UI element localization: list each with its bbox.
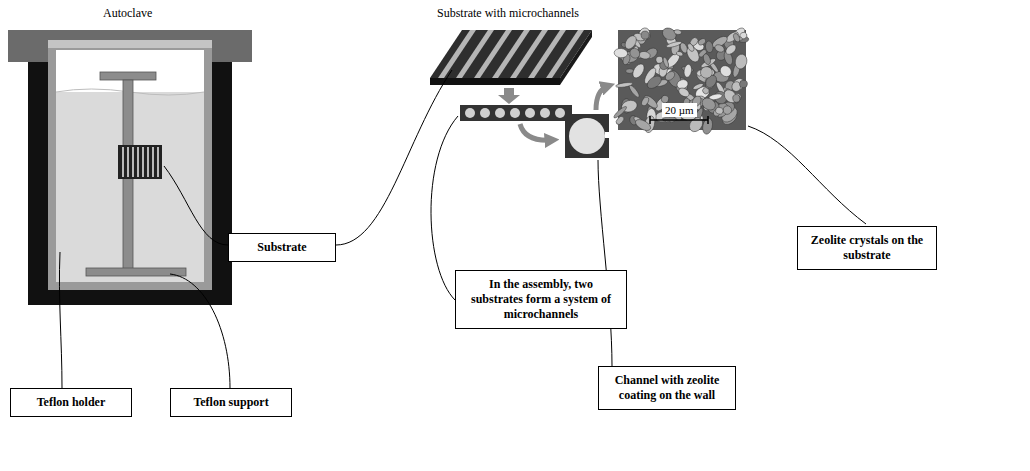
zeolite-crystal (732, 94, 740, 103)
zeolite-crystal (614, 48, 628, 59)
zeolite-crystal (626, 69, 634, 74)
zeolite-crystal (700, 66, 714, 79)
callout-text: Teflon holder (19, 395, 123, 410)
scale-bar (650, 116, 708, 124)
callout-box: Channel with zeolite coating on the wall (598, 366, 736, 410)
down-arrow (498, 88, 520, 104)
autoclave (8, 30, 252, 305)
zeolite-crystal (655, 56, 663, 64)
channel-cross-section (565, 114, 609, 158)
zeolite-crystal (676, 51, 684, 57)
zeolite-crystal (734, 53, 749, 70)
part-label: Substrate with microchannels (437, 6, 579, 20)
zeolite-crystal (674, 29, 682, 35)
zeolite-crystal (630, 62, 646, 80)
zeolite-crystal (700, 96, 718, 113)
zeolite-crystal (739, 80, 747, 88)
zeolite-crystal (677, 86, 691, 98)
zeolite-crystal (692, 82, 704, 91)
sem-image (613, 26, 749, 135)
zeolite-crystal (724, 43, 738, 56)
zeolite-crystal (687, 43, 696, 53)
zeolite-crystal (645, 74, 664, 91)
process-arrow (520, 124, 552, 140)
zeolite-crystal (623, 34, 639, 51)
callout-text: Substrate (237, 240, 327, 255)
zeolite-crystal (615, 82, 633, 89)
zeolite-crystal (714, 43, 726, 53)
substrate-in-autoclave (118, 145, 162, 179)
zeolite-crystal (666, 40, 683, 48)
zeolite-crystal (732, 33, 740, 43)
zeolite-crystal (613, 105, 628, 119)
callout-box: Substrate (228, 233, 336, 262)
teflon-holder (86, 72, 186, 276)
zeolite-crystal (701, 86, 710, 95)
zeolite-crystal (683, 64, 692, 78)
zeolite-crystal (640, 96, 650, 107)
callout-text: Channel with zeolite coating on the wall (607, 373, 727, 403)
callout-box: Zeolite crystals on the substrate (797, 226, 937, 270)
zeolite-crystal (638, 51, 650, 60)
callout-text: In the assembly, two substrates form a s… (464, 277, 618, 322)
zeolite-crystal (723, 105, 733, 114)
zeolite-crystal (715, 107, 724, 115)
callout-box: Teflon support (170, 388, 292, 417)
zeolite-crystal (662, 57, 669, 68)
zeolite-crystal (718, 63, 734, 79)
callout-box: Teflon holder (10, 388, 132, 417)
process-arrow (596, 86, 608, 110)
zeolite-crystal (641, 31, 650, 40)
scale-label: 20 µm (662, 103, 697, 117)
part-label: Autoclave (103, 6, 152, 20)
callout-text: Teflon support (179, 395, 283, 410)
microchannel-substrate (430, 30, 592, 85)
callout-box: In the assembly, two substrates form a s… (455, 270, 627, 329)
zeolite-crystal (664, 70, 677, 82)
leader-line (59, 70, 866, 388)
zeolite-crystal (697, 37, 707, 46)
callout-text: Zeolite crystals on the substrate (806, 233, 928, 263)
zeolite-crystal (702, 53, 712, 66)
assembly-bar (460, 105, 572, 121)
